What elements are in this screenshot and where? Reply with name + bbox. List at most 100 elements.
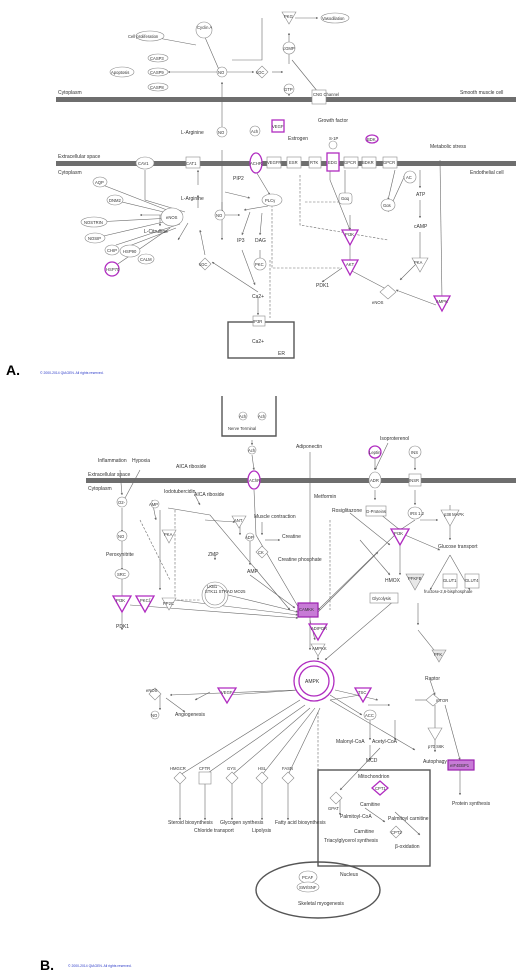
raptor-label: Raptor — [425, 676, 440, 682]
insr-label: INSR — [409, 478, 419, 483]
pi3k-2-label: PI3K — [116, 598, 125, 603]
enos-label: eNOS — [166, 215, 178, 220]
pkg-label: PKG — [284, 14, 293, 19]
cftr-node — [198, 771, 212, 785]
chloride-transport-label: Chloride transport — [194, 828, 234, 834]
pip2-label: PIP2 — [233, 176, 244, 182]
glut1-label: GLUT1 — [443, 578, 457, 583]
casp3-node — [147, 53, 169, 63]
no-2-node — [150, 710, 160, 720]
irs-node — [407, 506, 423, 520]
aica-riboside-2-label: AICA riboside — [194, 492, 225, 498]
dnm2-node — [106, 194, 124, 206]
nerve-terminal-label: Nerve Terminal — [228, 426, 256, 431]
enos-node — [160, 207, 184, 227]
vegf-label: VEGF — [272, 124, 284, 129]
cpt1-node — [371, 780, 389, 796]
hsl-label: HSL — [258, 766, 267, 771]
enos-b-label: eNOS — [146, 688, 158, 693]
amp-1-node — [150, 499, 160, 509]
apoptosis-node — [109, 66, 135, 78]
p38-label: p38 MAPK — [444, 512, 464, 517]
ant-node — [231, 515, 247, 529]
skeletal-myogenesis-label: Skeletal myogenesis — [298, 901, 344, 907]
lkb1-label: LKB1 — [207, 584, 218, 589]
g-proteins-label: G-Proteins — [366, 509, 386, 514]
panel-a-letter: A. — [6, 362, 20, 378]
camp-label: cAMP — [414, 224, 428, 230]
gpat-node — [329, 791, 343, 805]
growth-factor-label: Growth factor — [318, 118, 348, 124]
esr-node — [286, 156, 302, 169]
rosiglitazone-label: Rosiglitazone — [332, 508, 362, 514]
autophagy-label: Autophagy — [423, 759, 447, 765]
gpcr-2-node — [382, 156, 398, 169]
achr-node — [249, 152, 263, 174]
mtor-node — [425, 693, 441, 707]
insr-node — [408, 473, 422, 487]
acc-node — [363, 709, 377, 721]
metformin-label: Metformin — [314, 494, 336, 500]
glut4-label: GLUT4 — [465, 578, 479, 583]
mtor-label: mTOR — [436, 698, 448, 703]
ach-3-node — [247, 445, 257, 455]
pdk1-label: PDK1 — [316, 283, 329, 289]
steroid-biosynthesis-label: Steroid biosynthesis — [168, 820, 213, 826]
gas-node — [380, 198, 396, 212]
lipolysis-label: Lipolysis — [252, 828, 272, 834]
cpt2-node — [389, 825, 403, 839]
pfk-node — [431, 649, 447, 663]
ca2-er-label: Ca2+ — [252, 339, 264, 345]
ampkk-node — [310, 643, 326, 657]
pfk-label: PFK — [434, 652, 442, 657]
s1p-label: S-1P — [329, 136, 339, 141]
irs-label: IRS 1,2 — [410, 511, 425, 516]
camkk-label: CAMKK — [299, 607, 314, 612]
iodobenzoic-label: Iodotubercidin — [164, 489, 196, 495]
nostrin-label: NOSTRIN — [84, 220, 103, 225]
p70s6k-label: p70 S6K — [428, 744, 444, 749]
cpt2-label: CPT2 — [391, 830, 402, 835]
pp2c-label: PP2C — [163, 601, 174, 606]
glut1-node — [442, 573, 458, 589]
pka-b-node — [161, 529, 177, 544]
rtk-node — [308, 156, 322, 169]
vasodilation-label: Vasodilation — [322, 16, 345, 21]
chip-label: CHIP — [107, 248, 117, 253]
muscle-contraction-label: Muscle contraction — [254, 514, 296, 520]
cytoplasm-top-label: Cytoplasm — [58, 90, 82, 96]
ach-node — [249, 125, 261, 137]
extracellular-space-label: Extracellular space — [58, 154, 100, 160]
adipor-label: ADIPOR — [311, 626, 327, 631]
edg-node — [326, 152, 340, 172]
cng-channel-label: CNG Channel — [313, 92, 339, 97]
er-label: ER — [278, 351, 285, 357]
hmgcr-label: HMGCR — [170, 766, 186, 771]
pi3k-label: PI3K — [345, 232, 354, 237]
pfkfb-label: PFKFB — [408, 576, 422, 581]
fasn-node — [281, 771, 295, 785]
creatine-phosphate-label: Creatine phosphate — [278, 557, 322, 563]
hypoxia-label: Hypoxia — [132, 458, 150, 464]
nerve-terminal-box — [221, 396, 277, 437]
hmox-label: HMOX — [385, 578, 401, 584]
no-b-label: NO — [118, 534, 125, 539]
atp-label: ATP — [416, 192, 426, 198]
bdk-label: BDK — [367, 137, 376, 142]
metabolic-stress-label: Metabolic stress — [430, 144, 467, 150]
ach-2-node — [257, 411, 267, 421]
calm-label: CALM — [140, 257, 152, 262]
nucleus-label: Nucleus — [340, 872, 359, 878]
no-top-node — [216, 66, 228, 78]
ins-label: INS — [411, 450, 418, 455]
pi3k-b-node — [389, 528, 411, 547]
pka-b-label: PKA — [164, 532, 173, 537]
malonyl-coa-label: Malonyl-CoA — [336, 739, 365, 745]
o2-node — [116, 496, 128, 508]
adipor-node — [307, 623, 329, 642]
f26bp-label: fructose-2,6-bisphosphate — [424, 589, 473, 594]
ip3r-label: IP3R — [253, 319, 262, 324]
beta-oxidation-label: β-oxidation — [395, 844, 420, 850]
hmgcr-node — [173, 771, 187, 785]
l-arginine-top-label: L-Arginine — [181, 130, 204, 136]
